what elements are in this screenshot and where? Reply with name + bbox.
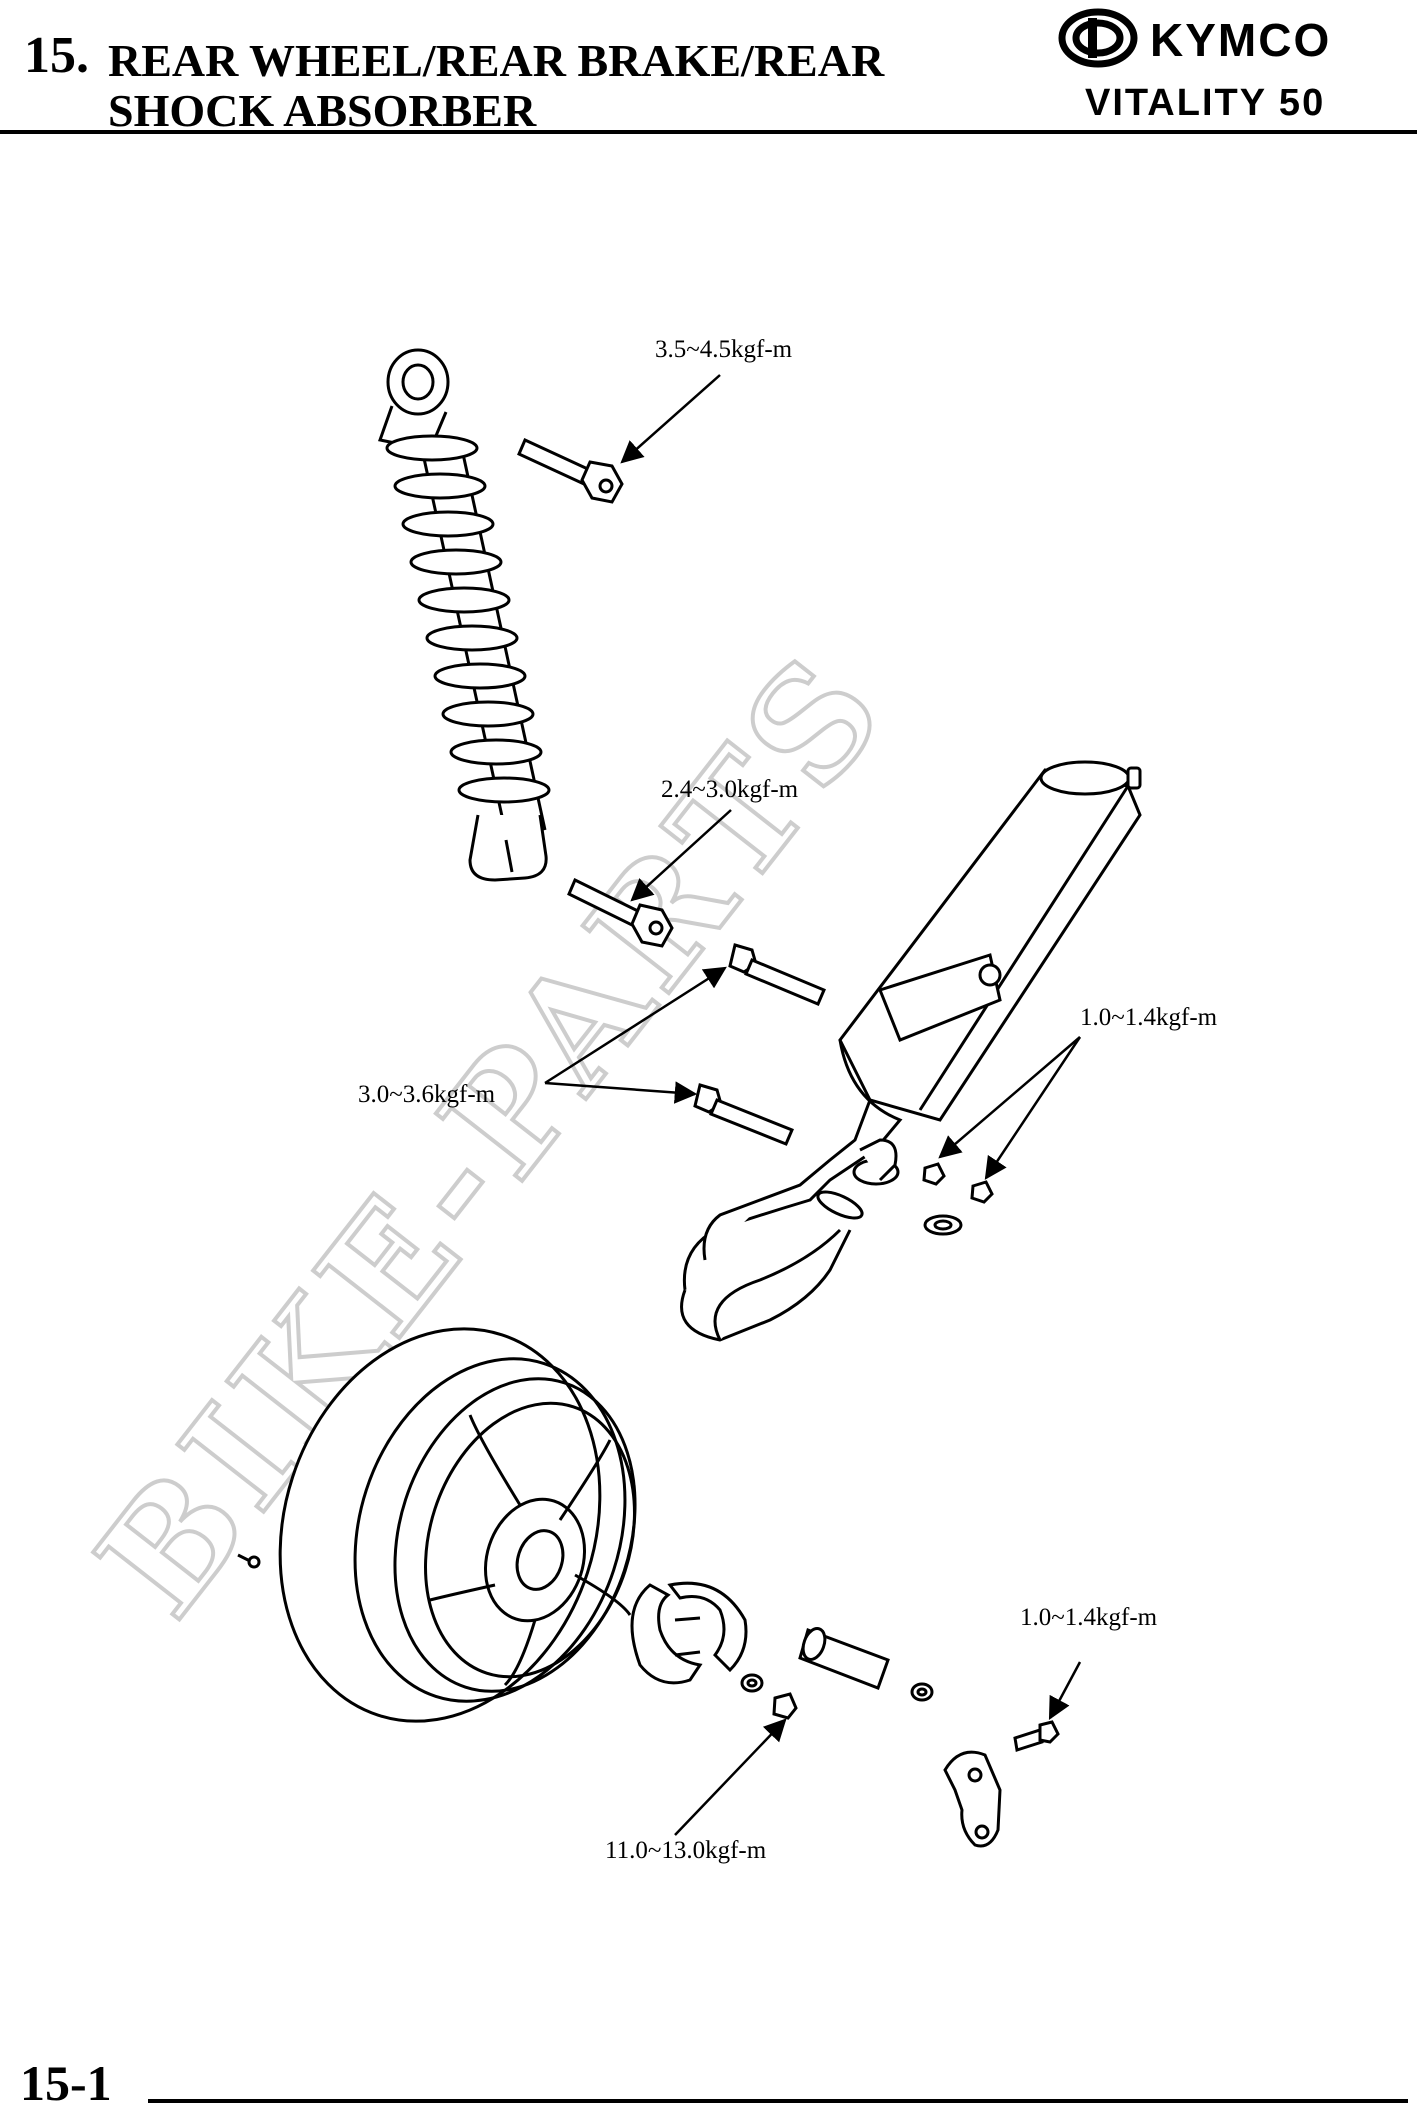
model-name: VITALITY 50: [1085, 82, 1326, 124]
leader-shock-upper: [620, 374, 721, 464]
kymco-logo: KYMCO: [1058, 8, 1331, 68]
torque-label-shock-lower: 2.4~3.0kgf-m: [661, 776, 799, 803]
torque-leader-lines: [544, 374, 1082, 1836]
leader-exhaust-nut-2: [984, 1036, 1082, 1180]
rear-shock-absorber: [378, 348, 551, 882]
leader-shock-lower: [630, 809, 732, 902]
torque-label-muffler-bolts: 3.0~3.6kgf-m: [358, 1081, 496, 1108]
torque-label-exhaust-nuts: 1.0~1.4kgf-m: [1080, 1004, 1218, 1031]
chapter-number: 15.: [24, 27, 89, 84]
brake-arm-bolt: [943, 1720, 1060, 1848]
page-title-line-1: REAR WHEEL/REAR BRAKE/REAR: [108, 35, 885, 86]
brake-shoes: [630, 1581, 748, 1685]
muffler-mount-bolts: [693, 943, 826, 1146]
torque-label-axle-nut: 11.0~13.0kgf-m: [605, 1837, 767, 1864]
axle-and-nut: [740, 1627, 934, 1720]
torque-label-shock-upper: 3.5~4.5kgf-m: [655, 336, 793, 363]
exhaust-nuts-gasket: [922, 1162, 994, 1236]
brand-wordmark: KYMCO: [1150, 14, 1331, 66]
header-rule: [0, 130, 1417, 134]
rear-wheel: [237, 1327, 637, 1723]
page-number: 15-1: [20, 2055, 112, 2111]
shock-lower-bolt: [567, 877, 674, 948]
footer-rule: [148, 2099, 1408, 2103]
leader-brake-arm: [1048, 1661, 1082, 1720]
page-title-line-2: SHOCK ABSORBER: [108, 85, 537, 136]
torque-label-brake-arm: 1.0~1.4kgf-m: [1020, 1604, 1158, 1631]
leader-axle-nut: [674, 1718, 787, 1836]
muffler-exhaust-pipe: [680, 760, 1142, 1342]
leader-exhaust-nut-1: [938, 1036, 1081, 1159]
shock-upper-bolt: [517, 437, 624, 504]
kymco-emblem-icon: [1058, 8, 1138, 68]
leader-muffler-bolt-2: [544, 1081, 698, 1104]
leader-muffler-bolt-1: [544, 966, 727, 1085]
